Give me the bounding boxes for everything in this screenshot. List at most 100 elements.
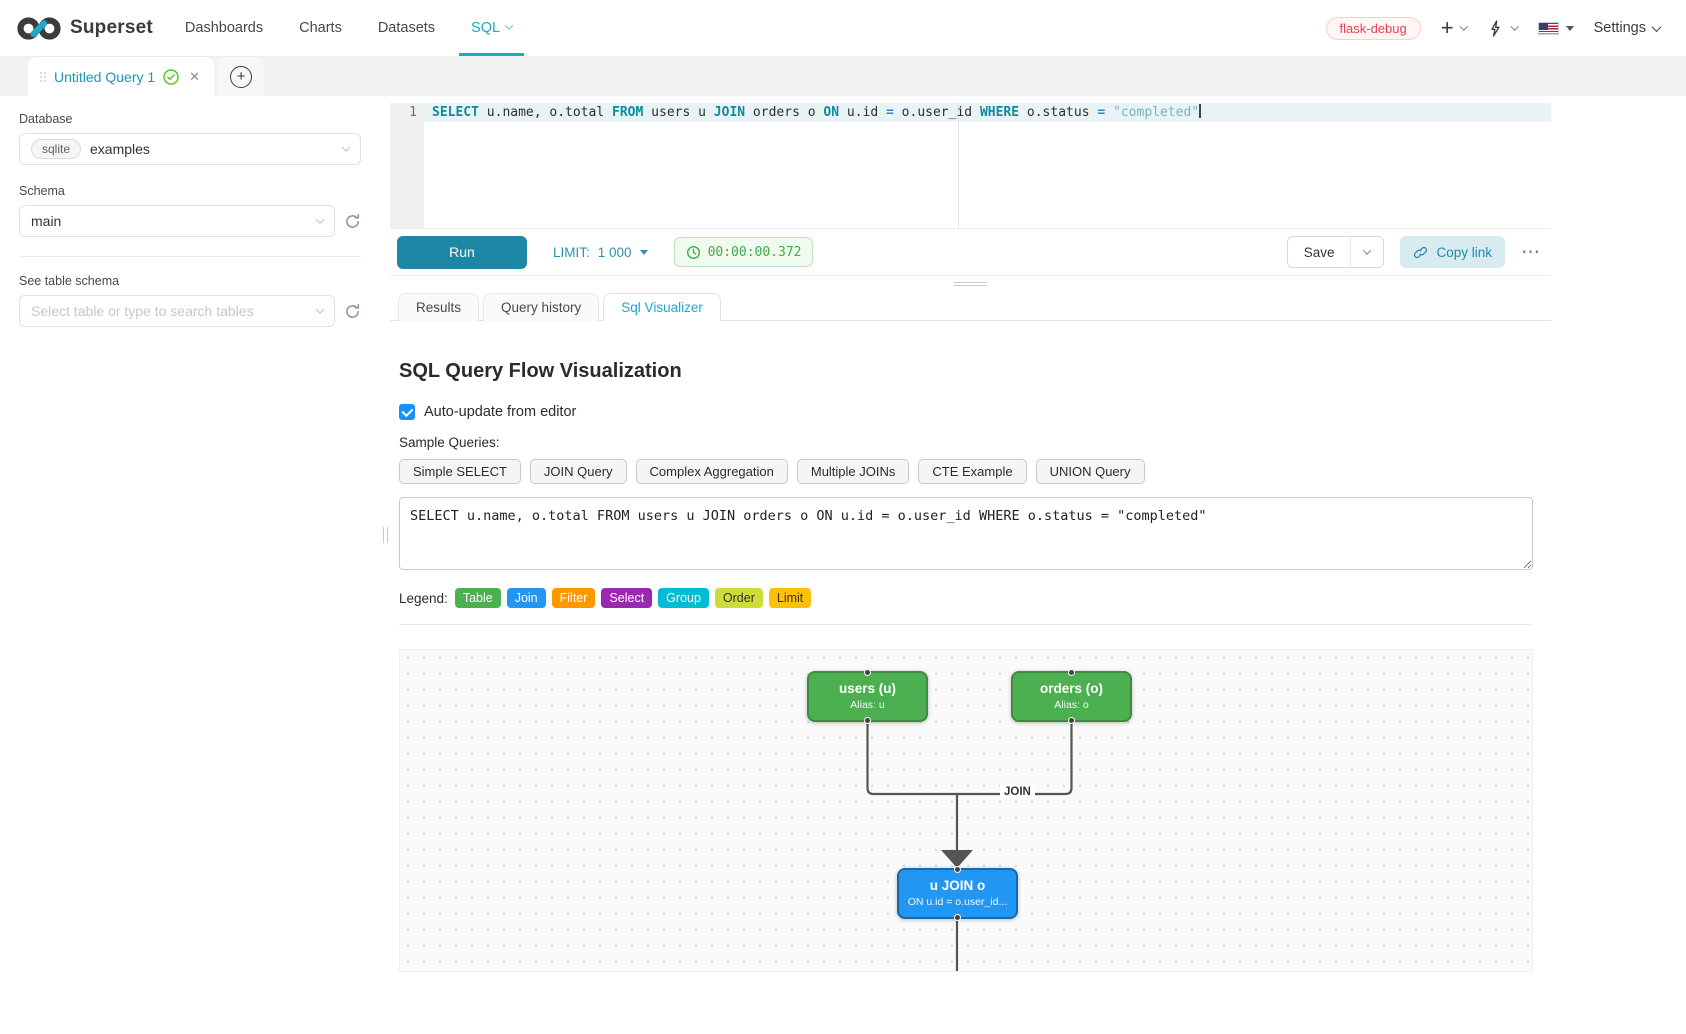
refresh-schema-icon[interactable] bbox=[344, 213, 361, 230]
database-select[interactable]: sqlite examples bbox=[19, 133, 361, 165]
close-tab-icon[interactable]: ✕ bbox=[189, 68, 201, 84]
settings-menu[interactable]: Settings bbox=[1593, 20, 1662, 36]
node-handle-bottom[interactable] bbox=[1068, 717, 1075, 724]
table-schema-label: See table schema bbox=[19, 274, 120, 288]
limit-value: 1 000 bbox=[597, 244, 632, 260]
auto-update-label: Auto-update from editor bbox=[424, 404, 577, 420]
nav-item-charts[interactable]: Charts bbox=[299, 20, 342, 36]
copy-link-button[interactable]: Copy link bbox=[1400, 236, 1505, 268]
sql-code-line[interactable]: SELECT u.name, o.total FROM users u JOIN… bbox=[432, 104, 1201, 120]
text-cursor bbox=[1199, 104, 1201, 118]
sidebar-resize-gutter[interactable] bbox=[380, 96, 390, 1034]
clock-icon bbox=[686, 245, 700, 259]
query-timer: 00:00:00.372 bbox=[673, 237, 814, 267]
timer-value: 00:00:00.372 bbox=[707, 244, 802, 260]
query-input-textarea[interactable]: SELECT u.name, o.total FROM users u JOIN… bbox=[399, 497, 1533, 570]
caret-down-icon bbox=[1565, 25, 1574, 31]
sample-join-query[interactable]: JOIN Query bbox=[529, 459, 627, 484]
table-select-placeholder: Select table or type to search tables bbox=[31, 303, 254, 319]
drag-handle-icon[interactable] bbox=[40, 71, 46, 82]
sample-multiple-joins[interactable]: Multiple JOINs bbox=[796, 459, 910, 484]
new-item-menu[interactable]: + bbox=[1440, 15, 1468, 40]
chevron-down-icon bbox=[504, 20, 514, 30]
chevron-down-icon bbox=[315, 305, 325, 314]
table-select[interactable]: Select table or type to search tables bbox=[19, 295, 335, 327]
refresh-tables-icon[interactable] bbox=[344, 303, 361, 320]
db-engine-badge: sqlite bbox=[31, 139, 82, 159]
query-tab-strip: Untitled Query 1 ✕ + bbox=[0, 57, 1686, 96]
query-tab[interactable]: Untitled Query 1 ✕ bbox=[28, 57, 215, 96]
brand-name: Superset bbox=[70, 17, 153, 38]
flow-edges bbox=[866, 720, 1073, 971]
add-tab-button[interactable]: + bbox=[218, 57, 265, 96]
query-tab-title: Untitled Query 1 bbox=[54, 68, 156, 85]
legend-badge-group: Group bbox=[658, 588, 709, 608]
caret-down-icon bbox=[639, 249, 648, 255]
chevron-down-icon bbox=[1459, 22, 1468, 31]
nav-item-sql[interactable]: SQL bbox=[453, 0, 530, 56]
schema-select[interactable]: main bbox=[19, 205, 335, 237]
nav-item-datasets[interactable]: Datasets bbox=[377, 20, 436, 36]
panel-title: SQL Query Flow Visualization bbox=[399, 360, 682, 382]
chevron-down-icon bbox=[1510, 22, 1519, 31]
node-handle-bottom[interactable] bbox=[864, 717, 871, 724]
node-handle-top[interactable] bbox=[1068, 669, 1075, 676]
chevron-down-icon bbox=[1651, 21, 1662, 32]
pane-splitter[interactable] bbox=[390, 276, 1551, 292]
flow-canvas[interactable]: JOIN users (u)Alias: u orders (o)Alias: o… bbox=[399, 649, 1533, 972]
more-actions-icon[interactable]: ⋯ bbox=[1521, 241, 1541, 263]
sample-simple-select[interactable]: Simple SELECT bbox=[399, 459, 521, 484]
content-divider bbox=[399, 624, 1533, 625]
language-picker[interactable] bbox=[1537, 21, 1574, 35]
save-button[interactable]: Save bbox=[1303, 244, 1335, 260]
chevron-down-icon bbox=[1363, 246, 1372, 255]
query-search-menu[interactable] bbox=[1486, 19, 1519, 38]
save-split-button: Save bbox=[1286, 236, 1385, 268]
copy-link-label: Copy link bbox=[1436, 244, 1492, 260]
line-number: 1 bbox=[409, 105, 417, 120]
limit-dropdown[interactable]: LIMIT: 1 000 bbox=[553, 245, 648, 260]
legend-badge-join: Join bbox=[506, 588, 546, 608]
lightning-icon bbox=[1491, 19, 1500, 37]
superset-brand[interactable]: Superset bbox=[16, 15, 153, 42]
auto-update-checkbox[interactable] bbox=[399, 404, 415, 420]
sample-union-query[interactable]: UNION Query bbox=[1035, 459, 1145, 484]
plus-icon: + bbox=[1440, 15, 1454, 40]
link-icon bbox=[1414, 246, 1428, 258]
nav-item-dashboards[interactable]: Dashboards bbox=[184, 20, 264, 36]
save-dropdown-button[interactable] bbox=[1350, 237, 1383, 267]
node-handle-bottom[interactable] bbox=[954, 914, 961, 921]
sqllab-sidebar: Database sqlite examples Schema main See… bbox=[0, 96, 380, 1034]
flow-node-orders[interactable]: orders (o)Alias: o bbox=[1011, 669, 1132, 724]
flow-node-users[interactable]: users (u)Alias: u bbox=[807, 669, 928, 724]
sql-editor[interactable]: 1 SELECT u.name, o.total FROM users u JO… bbox=[390, 103, 1551, 228]
plus-circle-icon: + bbox=[230, 65, 253, 88]
editor-gutter: 1 bbox=[390, 103, 424, 228]
tab-sql-visualizer[interactable]: Sql Visualizer bbox=[603, 293, 721, 321]
join-edge-label: JOIN bbox=[1000, 785, 1035, 799]
superset-logo bbox=[17, 16, 61, 40]
schema-label: Schema bbox=[19, 184, 65, 198]
database-label: Database bbox=[19, 112, 73, 126]
legend-badge-limit: Limit bbox=[768, 588, 812, 608]
sample-query-buttons: Simple SELECT JOIN Query Complex Aggregati… bbox=[399, 459, 1533, 484]
sample-cte-example[interactable]: CTE Example bbox=[918, 459, 1027, 484]
legend-badge-filter: Filter bbox=[551, 588, 596, 608]
legend-badge-order: Order bbox=[714, 588, 763, 608]
check-circle-icon bbox=[163, 68, 179, 85]
tab-query-history[interactable]: Query history bbox=[483, 293, 600, 321]
print-margin bbox=[958, 103, 959, 228]
tab-results[interactable]: Results bbox=[398, 293, 480, 321]
us-flag-icon bbox=[1537, 21, 1559, 35]
sidebar-divider bbox=[19, 256, 361, 257]
active-line-highlight bbox=[424, 103, 1551, 122]
settings-label: Settings bbox=[1593, 20, 1646, 36]
run-button[interactable]: Run bbox=[397, 235, 527, 269]
chevron-down-icon bbox=[315, 215, 325, 224]
node-handle-top[interactable] bbox=[954, 866, 961, 873]
node-handle-top[interactable] bbox=[864, 669, 871, 676]
sample-complex-aggregation[interactable]: Complex Aggregation bbox=[635, 459, 788, 484]
